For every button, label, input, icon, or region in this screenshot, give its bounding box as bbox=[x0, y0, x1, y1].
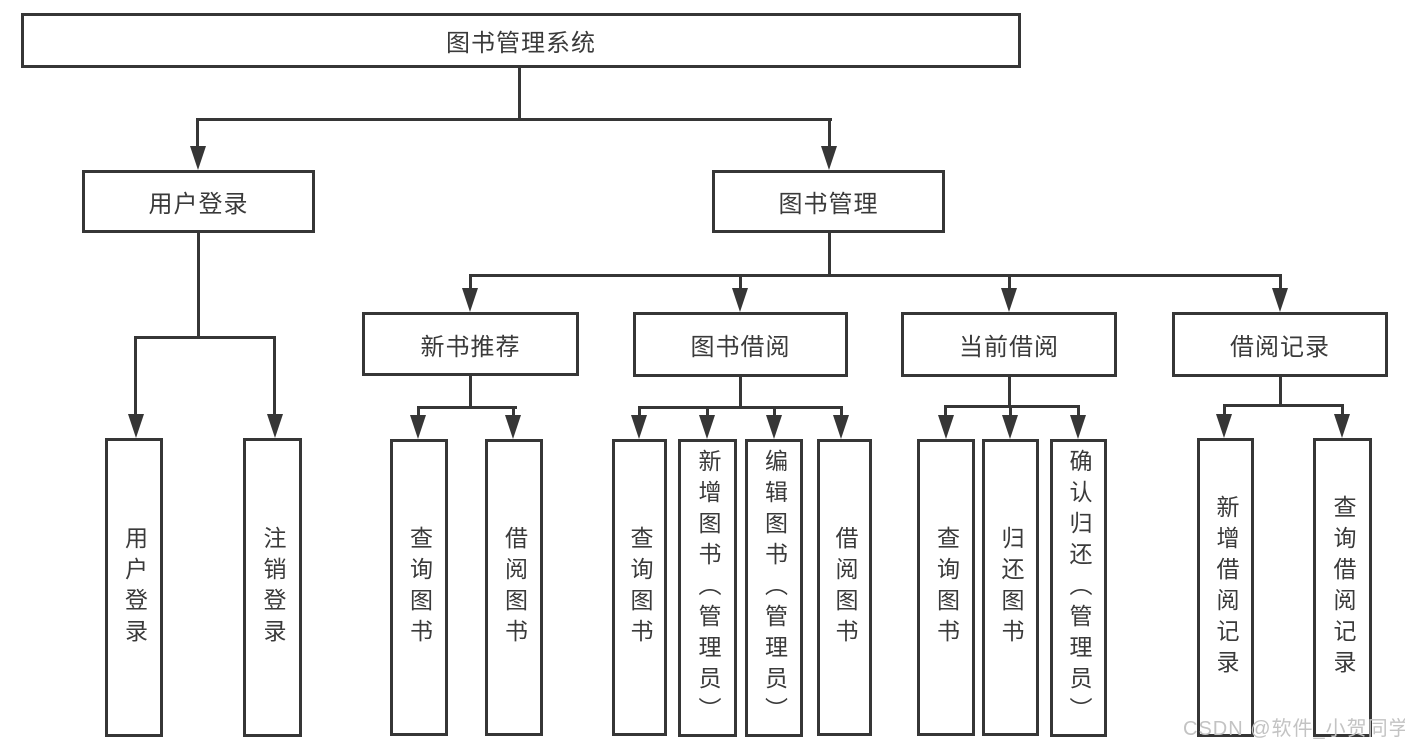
node-logout: 注销登录 bbox=[243, 438, 302, 737]
arrowhead-cb-confirm bbox=[1070, 415, 1086, 439]
node-cb-confirm-return: 确认归还（管理员） bbox=[1050, 439, 1107, 737]
node-br-query-record-label: 查询借阅记录 bbox=[1330, 494, 1356, 681]
node-bb-borrow-books-label: 借阅图书 bbox=[832, 525, 858, 650]
node-rec-query-books: 查询图书 bbox=[390, 439, 448, 736]
node-bb-query-books: 查询图书 bbox=[612, 439, 667, 736]
node-cb-query-books: 查询图书 bbox=[917, 439, 975, 736]
arrowhead-borrow-records bbox=[1272, 288, 1288, 312]
node-root-label: 图书管理系统 bbox=[446, 30, 596, 57]
node-br-add-record-label: 新增借阅记录 bbox=[1213, 494, 1239, 681]
node-user-login-label: 用户登录 bbox=[148, 191, 249, 218]
arrowhead-rec-borrow bbox=[505, 415, 521, 439]
node-br-add-record: 新增借阅记录 bbox=[1197, 438, 1254, 737]
connector-bookmgmt-stem bbox=[828, 233, 831, 277]
node-bb-query-books-label: 查询图书 bbox=[627, 525, 653, 650]
connector-root-drop-left bbox=[196, 118, 199, 150]
node-bb-borrow-books: 借阅图书 bbox=[817, 439, 872, 736]
connector-current-stem bbox=[1008, 377, 1011, 408]
connector-bookmgmt-drop-2 bbox=[739, 274, 742, 292]
arrowhead-br-add bbox=[1216, 414, 1232, 438]
node-borrow-records: 借阅记录 bbox=[1172, 312, 1388, 377]
arrowhead-cb-query bbox=[938, 415, 954, 439]
connector-current-drop-2 bbox=[1009, 405, 1012, 418]
arrowhead-bb-query bbox=[631, 415, 647, 439]
connector-records-drop-2 bbox=[1341, 404, 1344, 417]
connector-root-stem bbox=[518, 68, 521, 121]
node-bb-edit-books: 编辑图书（管理员） bbox=[745, 439, 803, 737]
connector-bookmgmt-drop-4 bbox=[1279, 274, 1282, 292]
connector-current-rail bbox=[944, 405, 1080, 408]
arrowhead-book-borrow bbox=[732, 288, 748, 312]
node-login-label: 用户登录 bbox=[121, 525, 148, 650]
arrowhead-rec-query bbox=[410, 415, 426, 439]
node-login: 用户登录 bbox=[105, 438, 163, 737]
arrowhead-current-borrow bbox=[1001, 288, 1017, 312]
node-new-book-rec: 新书推荐 bbox=[362, 312, 579, 376]
arrowhead-bb-borrow bbox=[833, 415, 849, 439]
node-br-query-record: 查询借阅记录 bbox=[1313, 438, 1372, 737]
node-cb-return-books: 归还图书 bbox=[982, 439, 1039, 736]
node-current-borrow-label: 当前借阅 bbox=[959, 334, 1059, 361]
connector-bookmgmt-rail bbox=[469, 274, 1282, 277]
arrowhead-new-book-rec bbox=[462, 288, 478, 312]
connector-current-drop-1 bbox=[944, 405, 947, 418]
arrowhead-book-mgmt bbox=[821, 146, 837, 170]
arrowhead-login bbox=[128, 414, 144, 438]
connector-userlogin-drop-1 bbox=[134, 336, 137, 418]
connector-userlogin-stem bbox=[197, 233, 200, 339]
connector-borrow-rail bbox=[638, 406, 843, 409]
connector-borrow-stem bbox=[739, 377, 742, 409]
connector-userlogin-rail bbox=[134, 336, 276, 339]
arrowhead-bb-add bbox=[699, 415, 715, 439]
node-cb-query-books-label: 查询图书 bbox=[933, 525, 960, 650]
node-user-login: 用户登录 bbox=[82, 170, 315, 233]
node-rec-borrow-books: 借阅图书 bbox=[485, 439, 543, 736]
node-book-mgmt-label: 图书管理 bbox=[778, 191, 879, 218]
arrowhead-bb-edit bbox=[766, 415, 782, 439]
node-bb-add-books-label: 新增图书（管理员） bbox=[695, 448, 721, 728]
connector-root-drop-right bbox=[828, 118, 831, 150]
arrowhead-br-query bbox=[1334, 414, 1350, 438]
node-rec-borrow-books-label: 借阅图书 bbox=[501, 525, 528, 650]
connector-records-stem bbox=[1279, 377, 1282, 407]
connector-borrow-drop-3 bbox=[773, 406, 776, 419]
connector-bookmgmt-drop-3 bbox=[1008, 274, 1011, 292]
connector-records-drop-1 bbox=[1223, 404, 1226, 417]
connector-rec-rail bbox=[417, 406, 517, 409]
node-book-borrow: 图书借阅 bbox=[633, 312, 848, 377]
connector-borrow-drop-4 bbox=[840, 406, 843, 419]
connector-current-drop-3 bbox=[1077, 405, 1080, 418]
node-bb-add-books: 新增图书（管理员） bbox=[678, 439, 737, 737]
csdn-watermark: CSDN @软件_小贺同学 bbox=[1183, 718, 1405, 740]
node-rec-query-books-label: 查询图书 bbox=[406, 525, 433, 650]
arrowhead-user-login bbox=[190, 146, 206, 170]
node-borrow-records-label: 借阅记录 bbox=[1230, 334, 1330, 361]
connector-bookmgmt-drop-1 bbox=[469, 274, 472, 292]
node-cb-confirm-return-label: 确认归还（管理员） bbox=[1066, 448, 1092, 728]
connector-root-rail bbox=[196, 118, 832, 121]
connector-borrow-drop-2 bbox=[706, 406, 709, 419]
connector-records-rail bbox=[1223, 404, 1344, 407]
arrowhead-cb-return bbox=[1002, 415, 1018, 439]
node-bb-edit-books-label: 编辑图书（管理员） bbox=[761, 448, 788, 728]
connector-borrow-drop-1 bbox=[638, 406, 641, 419]
node-root: 图书管理系统 bbox=[21, 13, 1021, 68]
node-book-borrow-label: 图书借阅 bbox=[690, 334, 791, 361]
node-book-mgmt: 图书管理 bbox=[712, 170, 945, 233]
connector-rec-drop-2 bbox=[512, 406, 515, 419]
connector-rec-stem bbox=[469, 376, 472, 409]
node-current-borrow: 当前借阅 bbox=[901, 312, 1117, 377]
node-logout-label: 注销登录 bbox=[260, 525, 286, 650]
node-cb-return-books-label: 归还图书 bbox=[998, 525, 1024, 650]
arrowhead-logout bbox=[267, 414, 283, 438]
connector-rec-drop-1 bbox=[417, 406, 420, 419]
node-new-book-rec-label: 新书推荐 bbox=[420, 333, 521, 361]
connector-userlogin-drop-2 bbox=[273, 336, 276, 418]
